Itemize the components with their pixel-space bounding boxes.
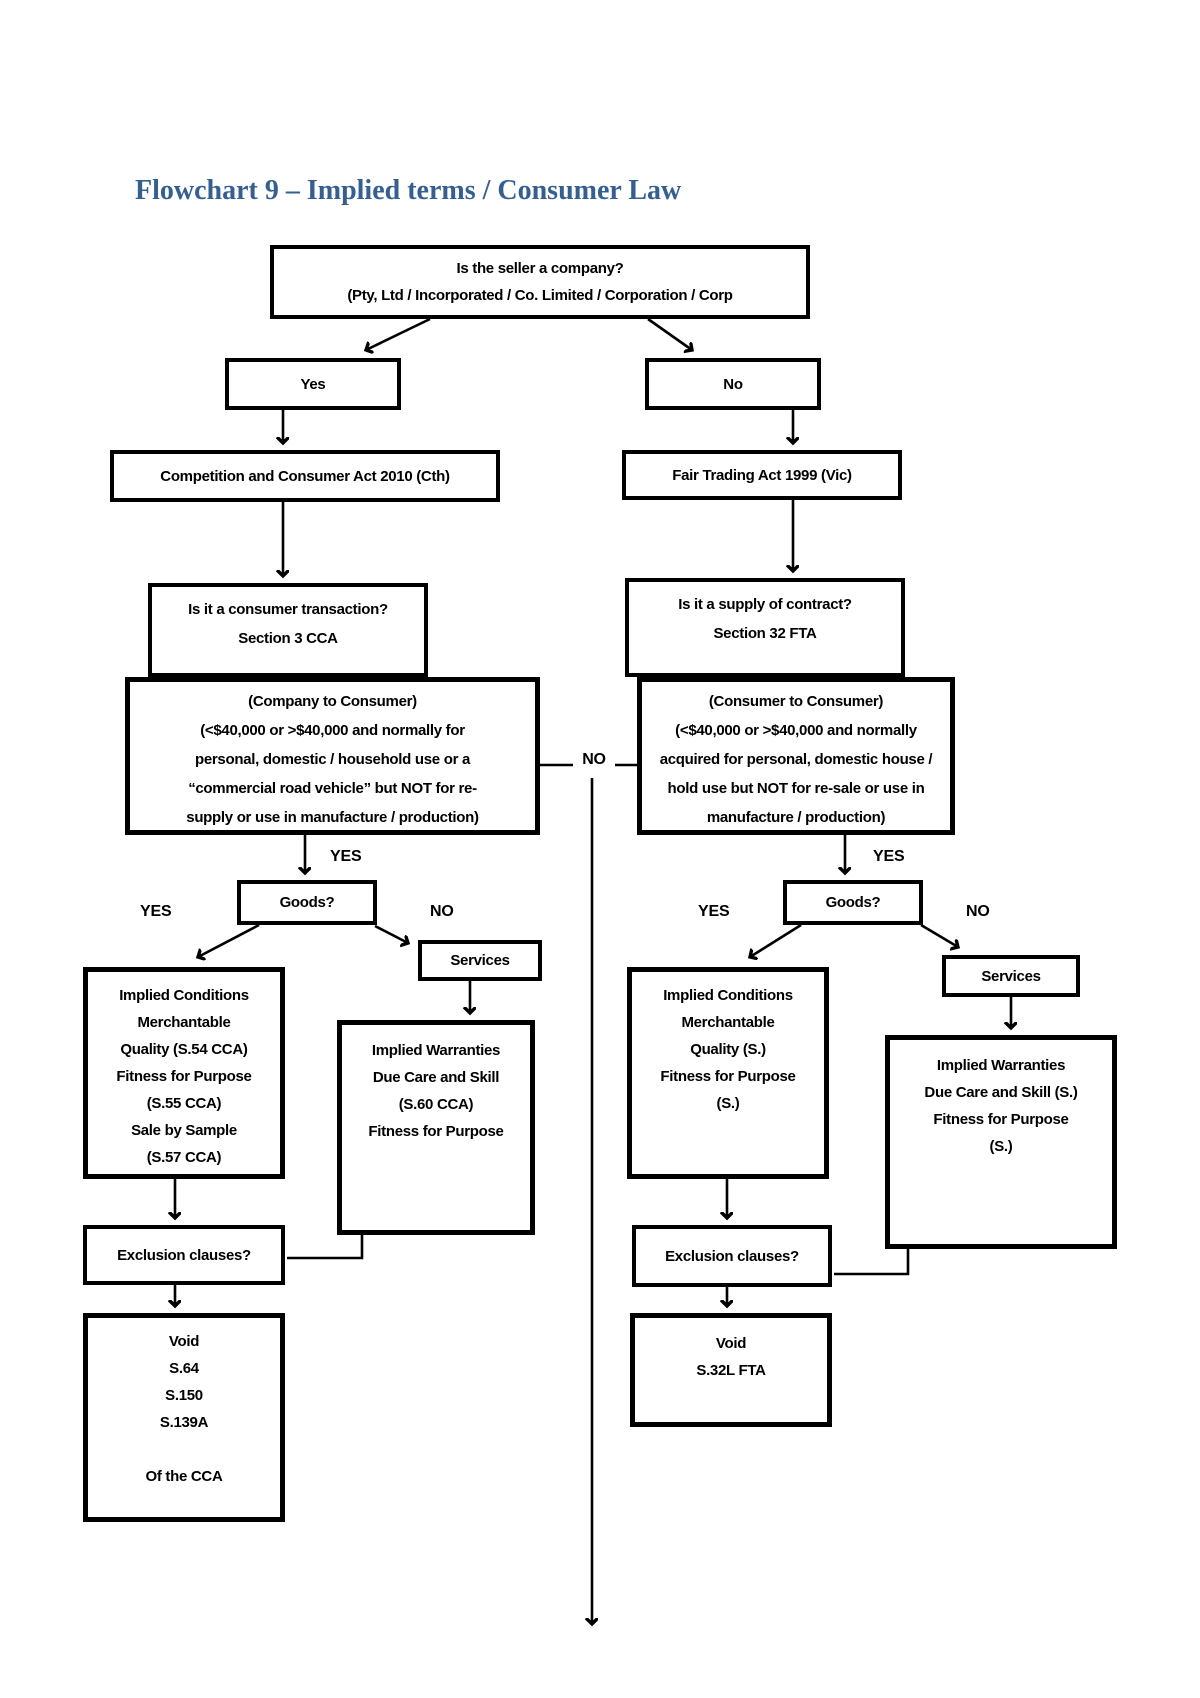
node-yes: Yes (225, 358, 401, 410)
node-implied-warranties-left-text: Implied Warranties Due Care and Skill (S… (368, 1042, 504, 1140)
node-goods-right: Goods? (783, 880, 923, 925)
edge-goods-right-to-conditions-right (750, 923, 802, 957)
node-consumer-to-consumer-text: (Consumer to Consumer) (<$40,000 or >$40… (659, 693, 933, 826)
node-goods-left-text: Goods? (279, 894, 335, 911)
node-supply-contract: Is it a supply of contract? Section 32 F… (625, 578, 905, 677)
node-services-left-text: Services (450, 952, 510, 969)
edge-seller-to-yes (366, 317, 431, 350)
node-services-right-text: Services (981, 967, 1041, 985)
label-left-goods-yes: YES (140, 903, 172, 920)
node-company-to-consumer-text: (Company to Consumer) (<$40,000 or >$40,… (186, 693, 479, 826)
node-services-right: Services (942, 955, 1080, 997)
node-company-to-consumer: (Company to Consumer) (<$40,000 or >$40,… (125, 677, 540, 835)
node-implied-warranties-left: Implied Warranties Due Care and Skill (S… (337, 1020, 535, 1235)
node-yes-text: Yes (300, 375, 326, 393)
node-competition-consumer-act-text: Competition and Consumer Act 2010 (Cth) (160, 467, 450, 485)
node-implied-warranties-right-text: Implied Warranties Due Care and Skill (S… (924, 1057, 1078, 1155)
node-implied-conditions-left: Implied Conditions Merchantable Quality … (83, 967, 285, 1179)
node-exclusion-clauses-right: Exclusion clauses? (632, 1225, 832, 1287)
node-no: No (645, 358, 821, 410)
node-implied-conditions-right: Implied Conditions Merchantable Quality … (627, 967, 829, 1179)
node-void-left: Void S.64 S.150 S.139A Of the CCA (83, 1313, 285, 1522)
node-void-right: Void S.32L FTA (630, 1313, 832, 1427)
node-exclusion-clauses-left-text: Exclusion clauses? (117, 1246, 251, 1264)
node-goods-left: Goods? (237, 880, 377, 925)
node-implied-conditions-right-text: Implied Conditions Merchantable Quality … (660, 987, 796, 1112)
label-left-goods-no: NO (430, 903, 454, 920)
node-services-left: Services (418, 940, 542, 981)
label-right-goods-no: NO (966, 903, 990, 920)
node-consumer-transaction: Is it a consumer transaction? Section 3 … (148, 583, 428, 677)
node-fair-trading-act: Fair Trading Act 1999 (Vic) (622, 450, 902, 500)
edge-goods-left-to-conditions-left (198, 923, 260, 957)
node-consumer-to-consumer: (Consumer to Consumer) (<$40,000 or >$40… (637, 677, 955, 835)
edge-warranties-right-to-exclusion-right (834, 1249, 910, 1276)
node-fair-trading-act-text: Fair Trading Act 1999 (Vic) (672, 466, 852, 484)
node-goods-right-text: Goods? (825, 894, 881, 911)
node-consumer-transaction-text: Is it a consumer transaction? Section 3 … (188, 601, 388, 647)
edge-warranties-left-to-exclusion-left (287, 1235, 364, 1260)
node-seller-company: Is the seller a company? (Pty, Ltd / Inc… (270, 245, 810, 319)
edge-goods-right-to-services-right (920, 923, 958, 947)
edge-seller-to-no (647, 317, 692, 350)
label-middle-no: NO (582, 751, 606, 768)
node-supply-contract-text: Is it a supply of contract? Section 32 F… (678, 596, 852, 642)
edge-goods-left-to-services-left (374, 924, 408, 943)
node-exclusion-clauses-right-text: Exclusion clauses? (665, 1247, 799, 1265)
node-seller-company-text: Is the seller a company? (Pty, Ltd / Inc… (347, 260, 733, 304)
node-void-left-text: Void S.64 S.150 S.139A Of the CCA (145, 1333, 223, 1485)
node-void-right-text: Void S.32L FTA (696, 1335, 766, 1379)
label-right-goods-yes: YES (698, 903, 730, 920)
label-left-branch-yes: YES (330, 848, 362, 865)
node-exclusion-clauses-left: Exclusion clauses? (83, 1225, 285, 1285)
node-implied-warranties-right: Implied Warranties Due Care and Skill (S… (885, 1035, 1117, 1249)
node-implied-conditions-left-text: Implied Conditions Merchantable Quality … (116, 987, 252, 1166)
node-no-text: No (723, 375, 743, 393)
page-title: Flowchart 9 – Implied terms / Consumer L… (135, 175, 682, 206)
node-competition-consumer-act: Competition and Consumer Act 2010 (Cth) (110, 450, 500, 502)
label-right-branch-yes: YES (873, 848, 905, 865)
